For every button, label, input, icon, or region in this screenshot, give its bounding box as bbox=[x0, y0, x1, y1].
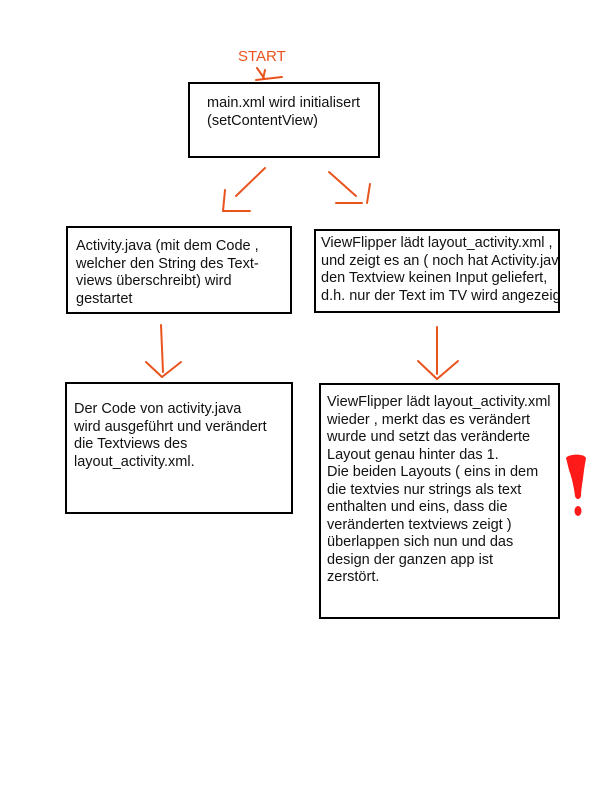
flipper-second-box-line: zerstört. bbox=[327, 569, 380, 585]
flipper-second-box-line: wieder , merkt das es verändert bbox=[327, 411, 531, 428]
flipper-second-box-line: veränderten textviews zeigt ) bbox=[327, 516, 512, 533]
flipper-first-box: ViewFlipper lädt layout_activity.xml , u… bbox=[314, 229, 560, 313]
arrow-to-flipper-second-icon bbox=[417, 326, 459, 380]
activity-box-line: views überschreibt) wird bbox=[76, 273, 232, 289]
activity-box: Activity.java (mit dem Code , welcher de… bbox=[66, 226, 292, 314]
start-label: START bbox=[238, 48, 286, 65]
flipper-first-box-line: und zeigt es an ( noch hat Activity.java bbox=[321, 252, 560, 269]
flipper-second-box-line: enthalten und eins, dass die bbox=[327, 499, 508, 515]
code-box-line: die Textviews des bbox=[74, 436, 188, 452]
flipper-second-box-line: die textvies nur strings als text bbox=[327, 481, 522, 498]
activity-box-line: Activity.java (mit dem Code , bbox=[76, 238, 259, 254]
arrow-to-flipper-icon bbox=[328, 171, 371, 204]
init-box-line: main.xml wird initialisert bbox=[207, 95, 361, 111]
flipper-second-box: ViewFlipper lädt layout_activity.xml wie… bbox=[319, 383, 560, 619]
flipper-second-box-line: Die beiden Layouts ( eins in dem bbox=[327, 464, 539, 480]
flipper-first-box-line: den Textview keinen Input geliefert, bbox=[321, 270, 548, 286]
flipper-second-box-line: überlappen sich nun und das bbox=[327, 534, 514, 550]
flipper-second-box-line: Layout genau hinter das 1. bbox=[327, 446, 499, 463]
start-arrow-icon bbox=[255, 67, 283, 81]
code-box-line: wird ausgeführt und verändert bbox=[74, 418, 267, 435]
code-box: Der Code von activity.java wird ausgefüh… bbox=[65, 382, 293, 514]
flipper-first-box-line: ViewFlipper lädt layout_activity.xml , bbox=[321, 235, 553, 251]
exclamation-icon bbox=[566, 454, 586, 516]
code-box-line: layout_activity.xml. bbox=[74, 453, 195, 470]
activity-box-line: welcher den String des Text- bbox=[76, 255, 259, 272]
activity-box-line: gestartet bbox=[76, 290, 133, 307]
flipper-second-box-line: ViewFlipper lädt layout_activity.xml bbox=[327, 394, 551, 410]
flipper-second-box-line: wurde und setzt das veränderte bbox=[327, 429, 531, 445]
flipper-first-box-line: d.h. nur der Text im TV wird angezeigt bbox=[321, 287, 560, 304]
arrow-to-activity-icon bbox=[222, 167, 266, 212]
code-box-line: Der Code von activity.java bbox=[74, 401, 242, 417]
init-box: main.xml wird initialisert (setContentVi… bbox=[188, 82, 380, 158]
init-box-line: (setContentView) bbox=[207, 112, 318, 129]
flipper-second-box-line: design der ganzen app ist bbox=[327, 551, 494, 568]
arrow-to-code-icon bbox=[145, 324, 182, 378]
